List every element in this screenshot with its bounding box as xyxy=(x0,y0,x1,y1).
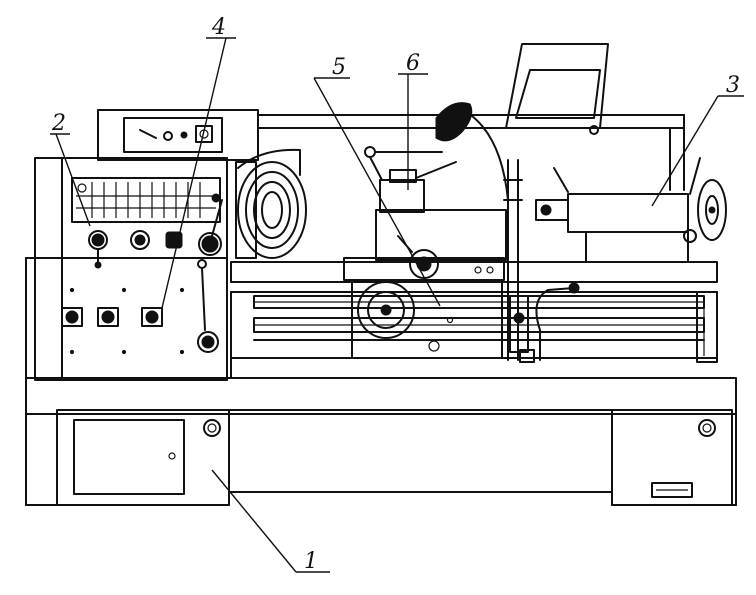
chip-guard xyxy=(505,43,609,135)
carriage xyxy=(343,146,580,363)
callout-2: 2 xyxy=(51,111,66,136)
callout-1: 1 xyxy=(304,549,318,574)
headstock xyxy=(25,109,259,381)
callout-labels: 1 2 3 4 5 6 xyxy=(51,15,740,574)
speed-knob xyxy=(88,230,108,269)
lathe-bed-ways xyxy=(230,261,718,379)
tailstock-handwheel xyxy=(697,179,727,241)
feed-knob-2 xyxy=(165,231,183,249)
speed-indicator-panel xyxy=(123,117,223,153)
thread-knob xyxy=(198,199,223,256)
callout-leaders xyxy=(50,37,744,573)
lathe-base xyxy=(25,377,737,506)
callout-5: 5 xyxy=(332,55,346,80)
callout-3: 3 xyxy=(726,73,740,98)
tool-post xyxy=(379,179,425,213)
base-cabinet-door xyxy=(73,419,185,495)
apron-handwheel xyxy=(357,281,415,339)
feed-rate-chart xyxy=(71,177,221,223)
feed-knob-1 xyxy=(130,230,150,250)
apron xyxy=(351,279,503,359)
work-lamp xyxy=(435,102,523,361)
lower-knob-1 xyxy=(61,307,83,327)
lower-knob-2 xyxy=(97,307,119,327)
lower-knob-3 xyxy=(141,307,163,327)
callout-4: 4 xyxy=(211,15,226,40)
top-guard-rail xyxy=(257,114,685,191)
tailstock xyxy=(535,157,727,263)
chuck xyxy=(235,148,307,259)
callout-6: 6 xyxy=(406,51,420,76)
clutch-lever xyxy=(197,259,219,353)
